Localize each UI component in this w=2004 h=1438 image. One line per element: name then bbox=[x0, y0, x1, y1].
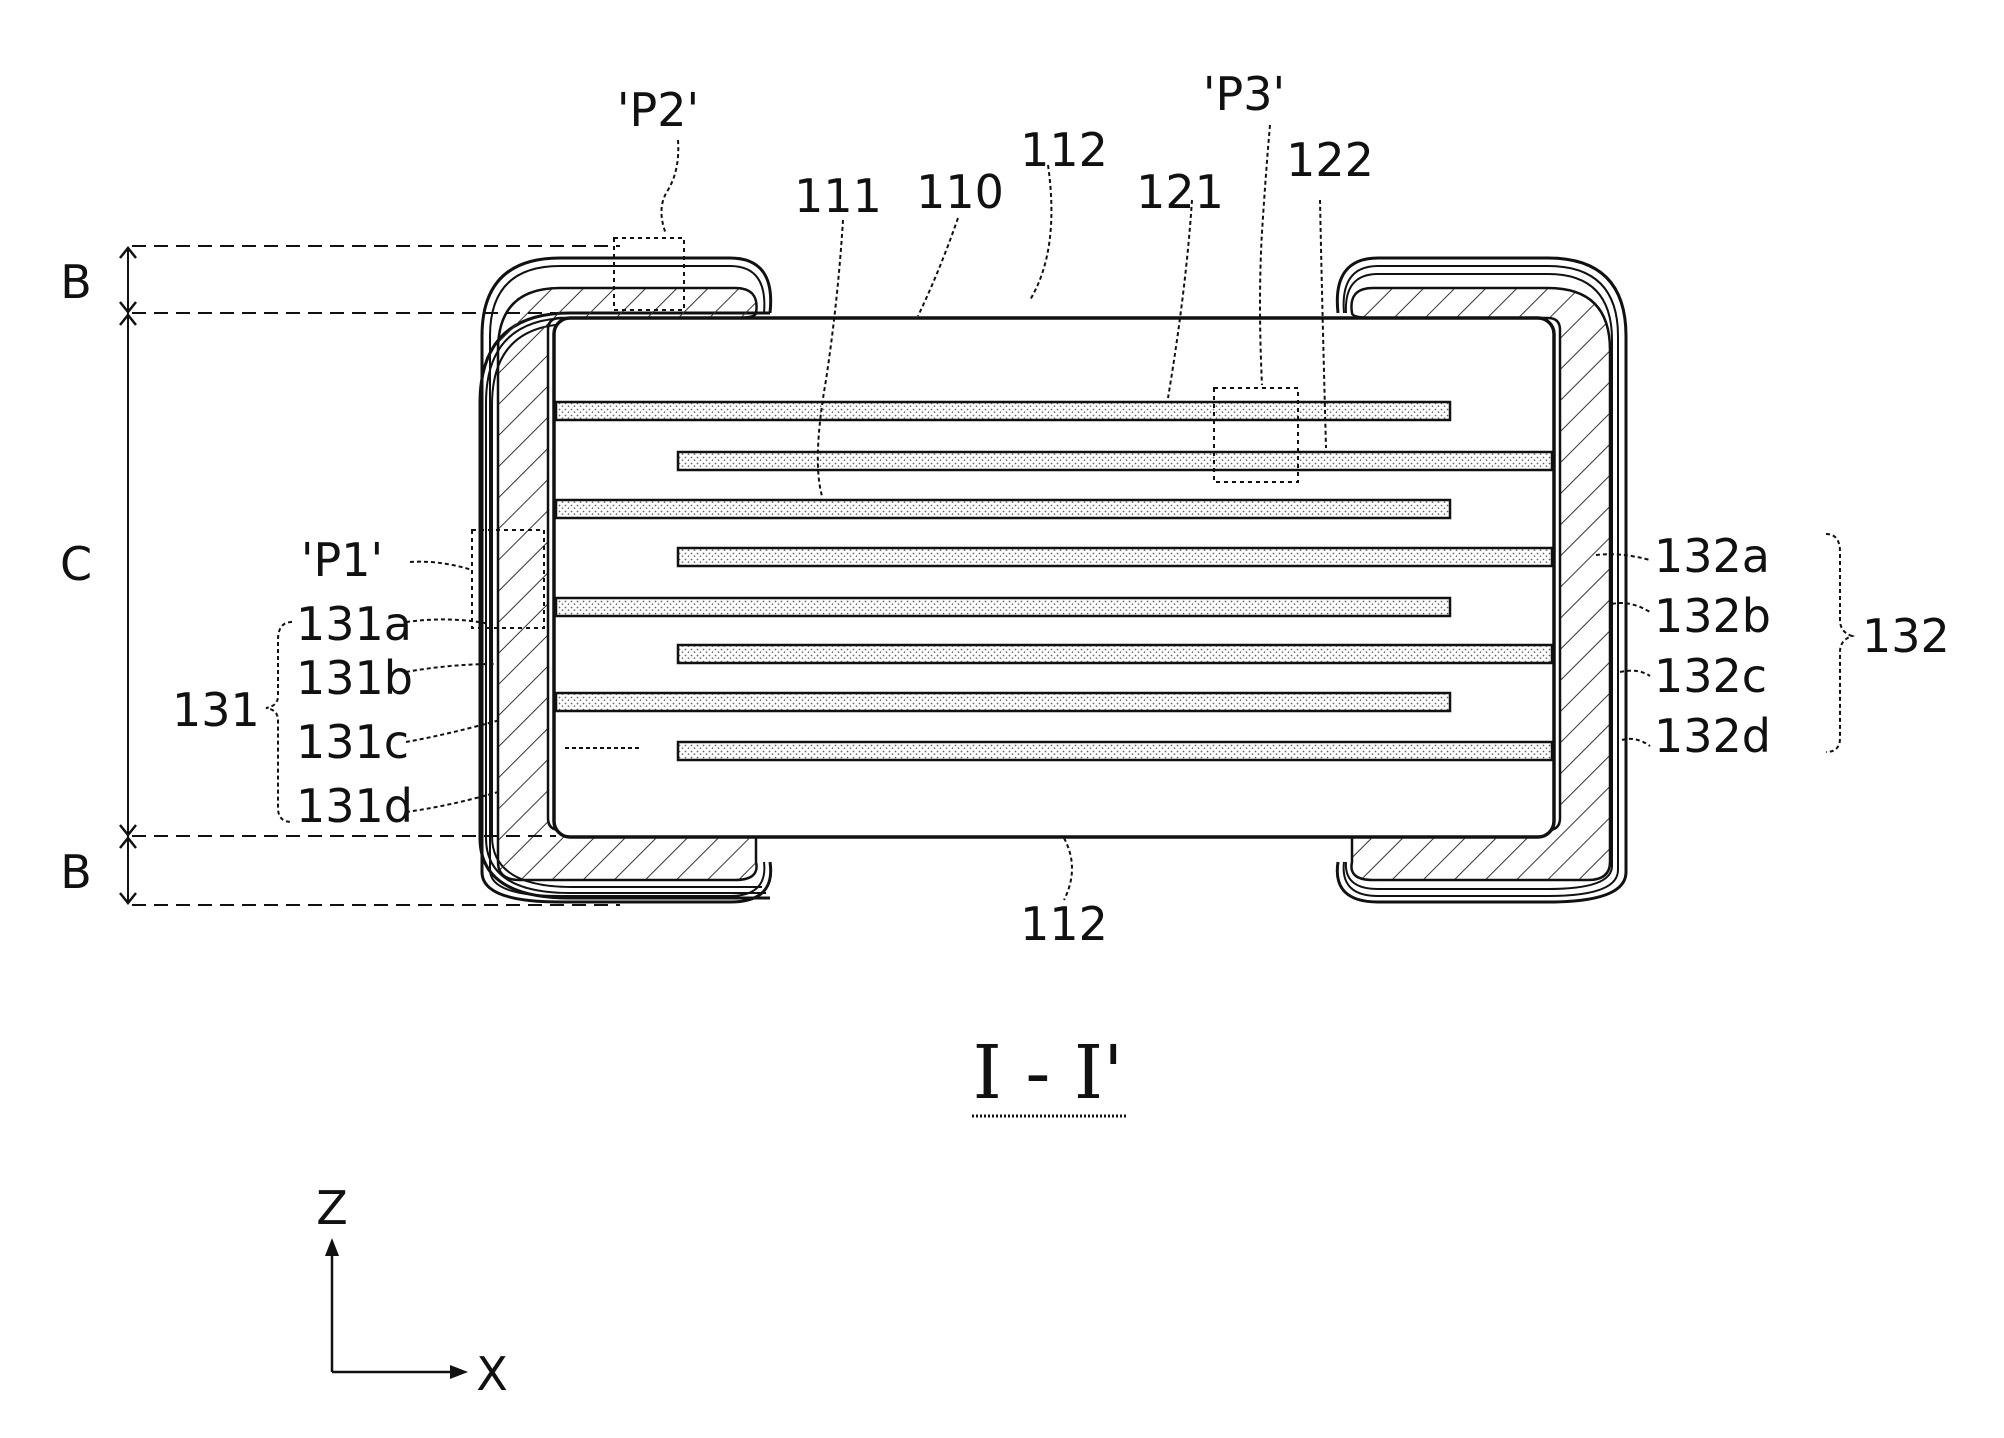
label-131a: 131a bbox=[296, 597, 412, 651]
label-132b: 132b bbox=[1654, 589, 1771, 643]
label-131d: 131d bbox=[296, 779, 413, 833]
label-131b: 131b bbox=[296, 651, 413, 705]
section-title: I - I' bbox=[973, 1030, 1124, 1116]
detail-label-p2: 'P2' bbox=[617, 83, 699, 137]
internal-electrode-first bbox=[556, 402, 1450, 420]
internal-electrode-second bbox=[678, 452, 1552, 470]
label-110: 110 bbox=[916, 165, 1004, 219]
internal-electrode-second bbox=[678, 742, 1552, 760]
axis-indicator bbox=[325, 1238, 468, 1379]
label-131: 131 bbox=[172, 683, 260, 737]
label-132a: 132a bbox=[1654, 529, 1770, 583]
axis-label-x: X bbox=[476, 1347, 508, 1401]
detail-label-p3: 'P3' bbox=[1203, 67, 1285, 121]
left-group-brace bbox=[266, 622, 292, 822]
right-group-brace bbox=[1826, 534, 1852, 752]
label-111: 111 bbox=[794, 169, 882, 223]
internal-electrode-first bbox=[556, 598, 1450, 616]
label-112-top: 112 bbox=[1020, 123, 1108, 177]
label-132: 132 bbox=[1862, 609, 1950, 663]
dimension-label-c: C bbox=[60, 537, 92, 591]
detail-label-p1: 'P1' bbox=[301, 533, 383, 587]
label-131c: 131c bbox=[296, 715, 409, 769]
internal-electrode-first bbox=[556, 500, 1450, 518]
label-112-bottom: 112 bbox=[1020, 897, 1108, 951]
label-132d: 132d bbox=[1654, 709, 1771, 763]
label-122: 122 bbox=[1286, 133, 1374, 187]
label-132c: 132c bbox=[1654, 649, 1767, 703]
dimension-label-b-bottom: B bbox=[60, 845, 92, 899]
internal-electrode-second bbox=[678, 645, 1552, 663]
axis-label-z: Z bbox=[316, 1181, 348, 1235]
internal-electrode-second bbox=[678, 548, 1552, 566]
label-121: 121 bbox=[1136, 165, 1224, 219]
dimension-label-b-top: B bbox=[60, 255, 92, 309]
internal-electrode-first bbox=[556, 693, 1450, 711]
